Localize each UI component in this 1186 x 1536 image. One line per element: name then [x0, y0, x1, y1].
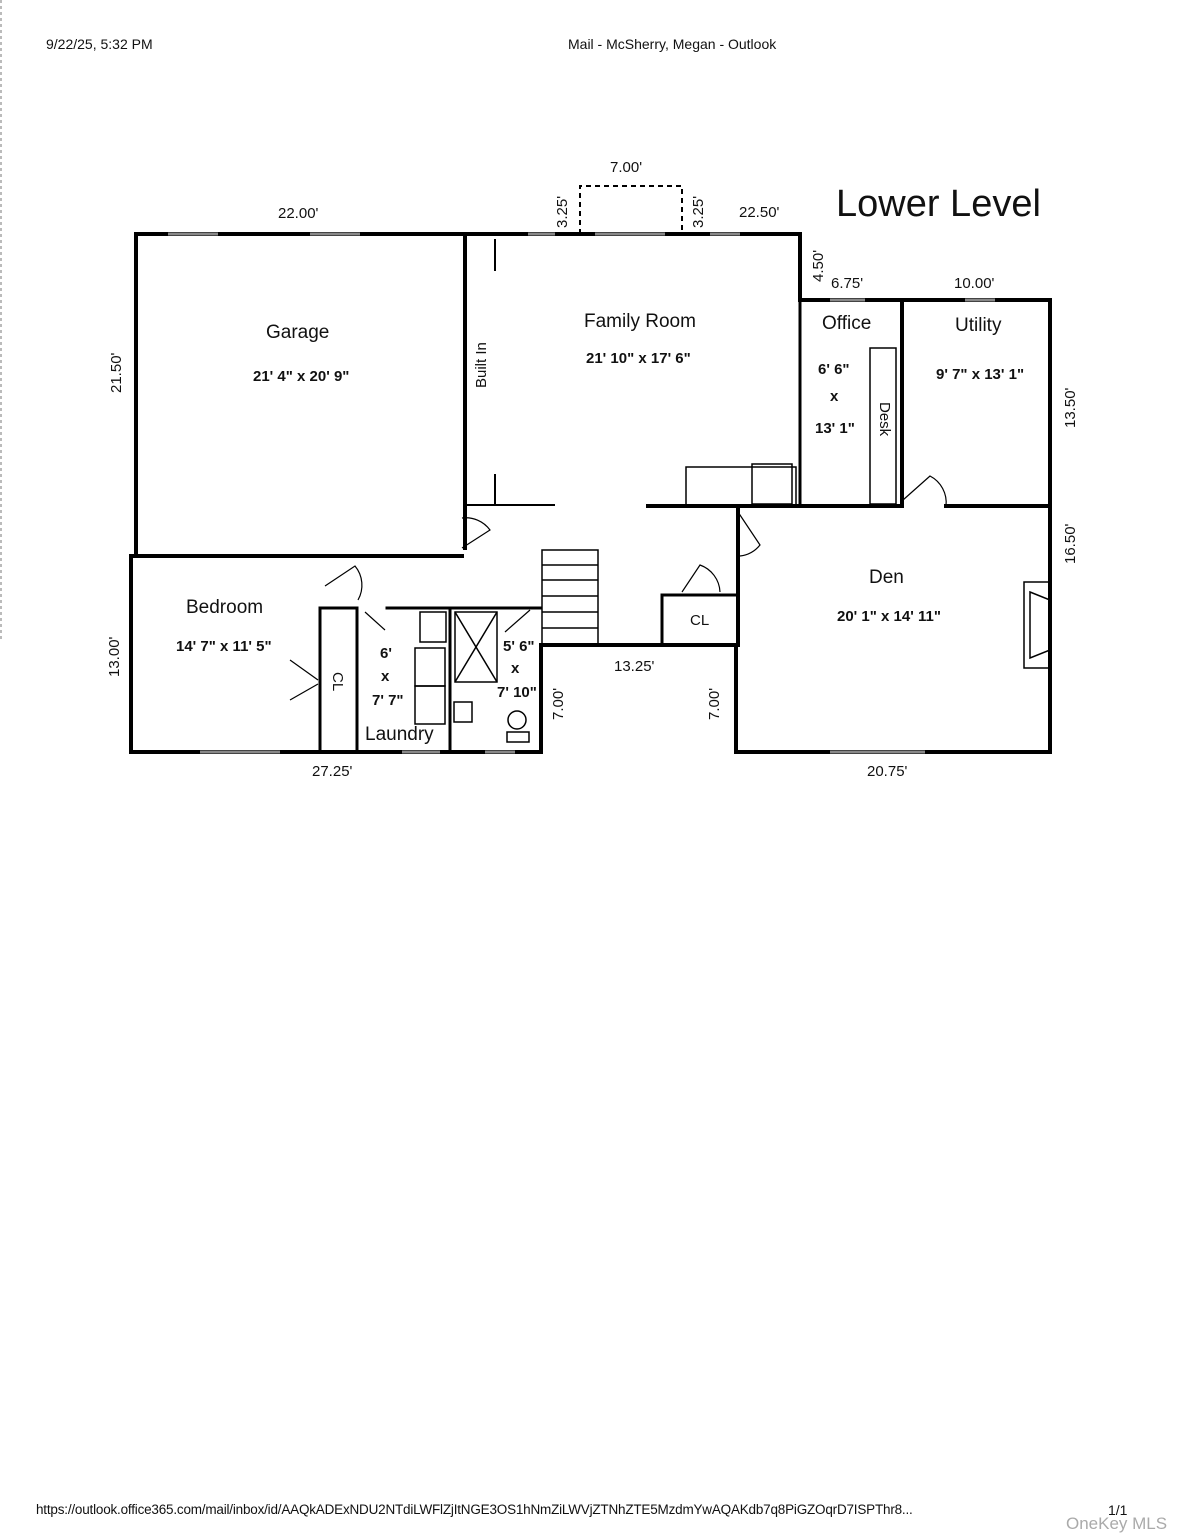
family-room-size: 21' 10" x 17' 6": [586, 350, 691, 367]
hall-closet-label: CL: [690, 612, 710, 629]
print-datetime: 9/22/25, 5:32 PM: [46, 36, 153, 52]
print-url: https://outlook.office365.com/mail/inbox…: [36, 1502, 913, 1517]
print-title: Mail - McSherry, Megan - Outlook: [568, 36, 777, 52]
dim-bump-left: 3.25': [554, 195, 571, 228]
den-size: 20' 1" x 14' 11": [837, 608, 941, 625]
bump-out: [579, 185, 683, 234]
bedroom-label: Bedroom: [186, 597, 264, 618]
garage-size: 21' 4" x 20' 9": [253, 368, 350, 385]
laundry-size-l: 7' 7": [372, 692, 404, 709]
doors: [289, 475, 947, 701]
office-label: Office: [822, 313, 872, 334]
office-size-x: x: [830, 388, 839, 405]
walls: [129, 232, 1052, 754]
scan-edge: [0, 0, 2, 640]
dim-den-right: 16.50': [1062, 523, 1079, 564]
bedroom-closet-label: CL: [329, 672, 346, 692]
dim-garage-top: 22.00': [278, 205, 319, 222]
watermark: OneKey MLS: [1066, 1514, 1168, 1533]
dim-bump-width: 7.00': [610, 159, 643, 176]
bath-size-l: 7' 10": [497, 684, 537, 701]
print-page-number: 1/1: [1108, 1502, 1128, 1518]
laundry-size-x: x: [381, 668, 390, 685]
office-size-w: 6' 6": [818, 361, 850, 378]
dim-bath-right: 7.00': [550, 687, 567, 720]
bath-size-w: 5' 6": [503, 638, 535, 655]
garage-label: Garage: [266, 322, 330, 343]
plan-title: Lower Level: [836, 183, 1041, 225]
windows: [168, 232, 995, 754]
den-label: Den: [869, 567, 904, 588]
bedroom-size: 14' 7" x 11' 5": [176, 638, 272, 655]
dim-bump-right: 3.25': [690, 195, 707, 228]
dim-den-left: 7.00': [706, 687, 723, 720]
fixtures: [414, 347, 1051, 743]
dim-office-top: 6.75': [831, 275, 864, 292]
utility-size: 9' 7" x 13' 1": [936, 366, 1025, 383]
bath-size-x: x: [511, 660, 520, 677]
dim-utility-top: 10.00': [954, 275, 995, 292]
dim-hall-bottom: 13.25': [614, 658, 655, 675]
dim-garage-left: 21.50': [108, 352, 125, 393]
dim-den-bottom: 20.75': [867, 763, 908, 780]
dim-family-top: 22.50': [739, 204, 780, 221]
laundry-size-w: 6': [380, 645, 392, 662]
laundry-label: Laundry: [365, 724, 434, 745]
dim-utility-right: 13.50': [1062, 387, 1079, 428]
utility-label: Utility: [955, 315, 1002, 336]
family-room-label: Family Room: [584, 311, 696, 332]
built-in-label: Built In: [473, 342, 490, 388]
office-size-l: 13' 1": [815, 420, 855, 437]
dim-step: 4.50': [810, 249, 827, 282]
dim-bottom-left: 27.25': [312, 763, 353, 780]
dim-bedroom-left: 13.00': [106, 636, 123, 677]
desk-label: Desk: [876, 402, 893, 437]
